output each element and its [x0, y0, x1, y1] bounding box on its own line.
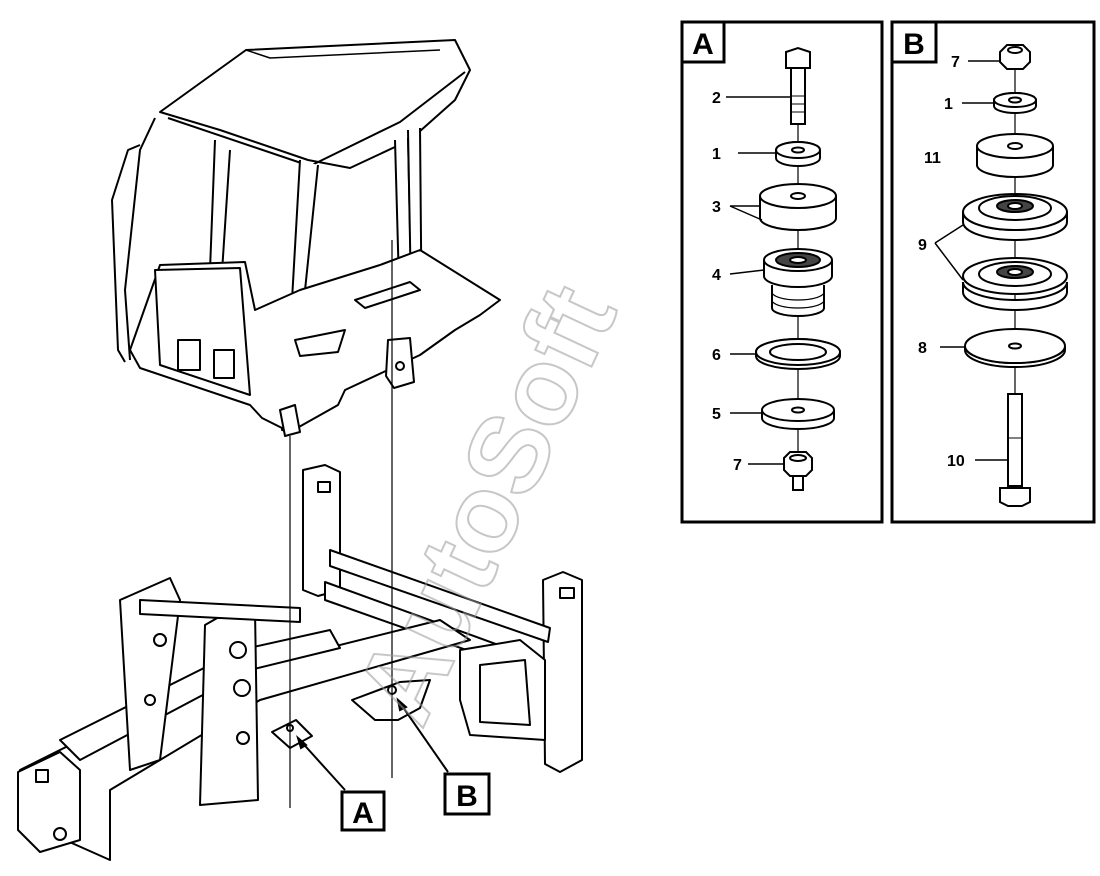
detail-b-leaders: [934, 60, 1008, 461]
washer-part: [775, 141, 821, 167]
callout-a-7: 7: [733, 457, 742, 474]
chassis-frame: [17, 464, 583, 861]
long-bolt-part: [999, 393, 1031, 507]
nut-part: [783, 451, 813, 491]
thick-washer-part: [761, 398, 835, 430]
cab-assembly: [111, 39, 501, 437]
detail-b-callouts: 7 1 11 9 8 10: [918, 54, 965, 470]
rubber-mount-part: [763, 248, 833, 317]
washer-part: [993, 92, 1037, 114]
callout-b-10: 10: [947, 453, 965, 470]
rubber-mount-part: [962, 193, 1068, 241]
callout-b-1: 1: [944, 96, 953, 113]
detail-b-title: B: [903, 28, 925, 61]
alignment-lines: [289, 240, 393, 808]
callout-a-2: 2: [712, 90, 721, 107]
marker-b-label: B: [456, 780, 478, 813]
plate-washer-part: [964, 328, 1066, 368]
detail-b-panel: B: [890, 20, 1096, 524]
callout-b-11: 11: [924, 150, 941, 167]
callout-b-7: 7: [951, 54, 960, 71]
detail-a-leaders: [726, 96, 791, 465]
callout-a-5: 5: [712, 406, 721, 423]
marker-box-b: B: [443, 772, 491, 816]
bolt-part: [785, 46, 811, 125]
callout-b-9: 9: [918, 237, 927, 254]
marker-a-label: A: [352, 797, 374, 830]
marker-box-a: A: [340, 790, 386, 832]
rubber-pad-part: [759, 183, 837, 231]
callout-a-4: 4: [712, 267, 721, 284]
detail-a-callouts: 2 1 3 4 6 5 7: [712, 90, 742, 474]
callout-a-1: 1: [712, 146, 721, 163]
nut-part: [999, 44, 1031, 70]
flat-washer-part: [755, 338, 841, 370]
rubber-pad-part: [976, 133, 1054, 178]
callout-a-6: 6: [712, 347, 721, 364]
detail-a-title: A: [692, 28, 714, 61]
callout-b-8: 8: [918, 340, 927, 357]
detail-a-panel: A: [680, 20, 884, 524]
callout-a-3: 3: [712, 199, 721, 216]
marker-leaders: [296, 697, 449, 791]
rubber-mount-part: [962, 257, 1068, 311]
